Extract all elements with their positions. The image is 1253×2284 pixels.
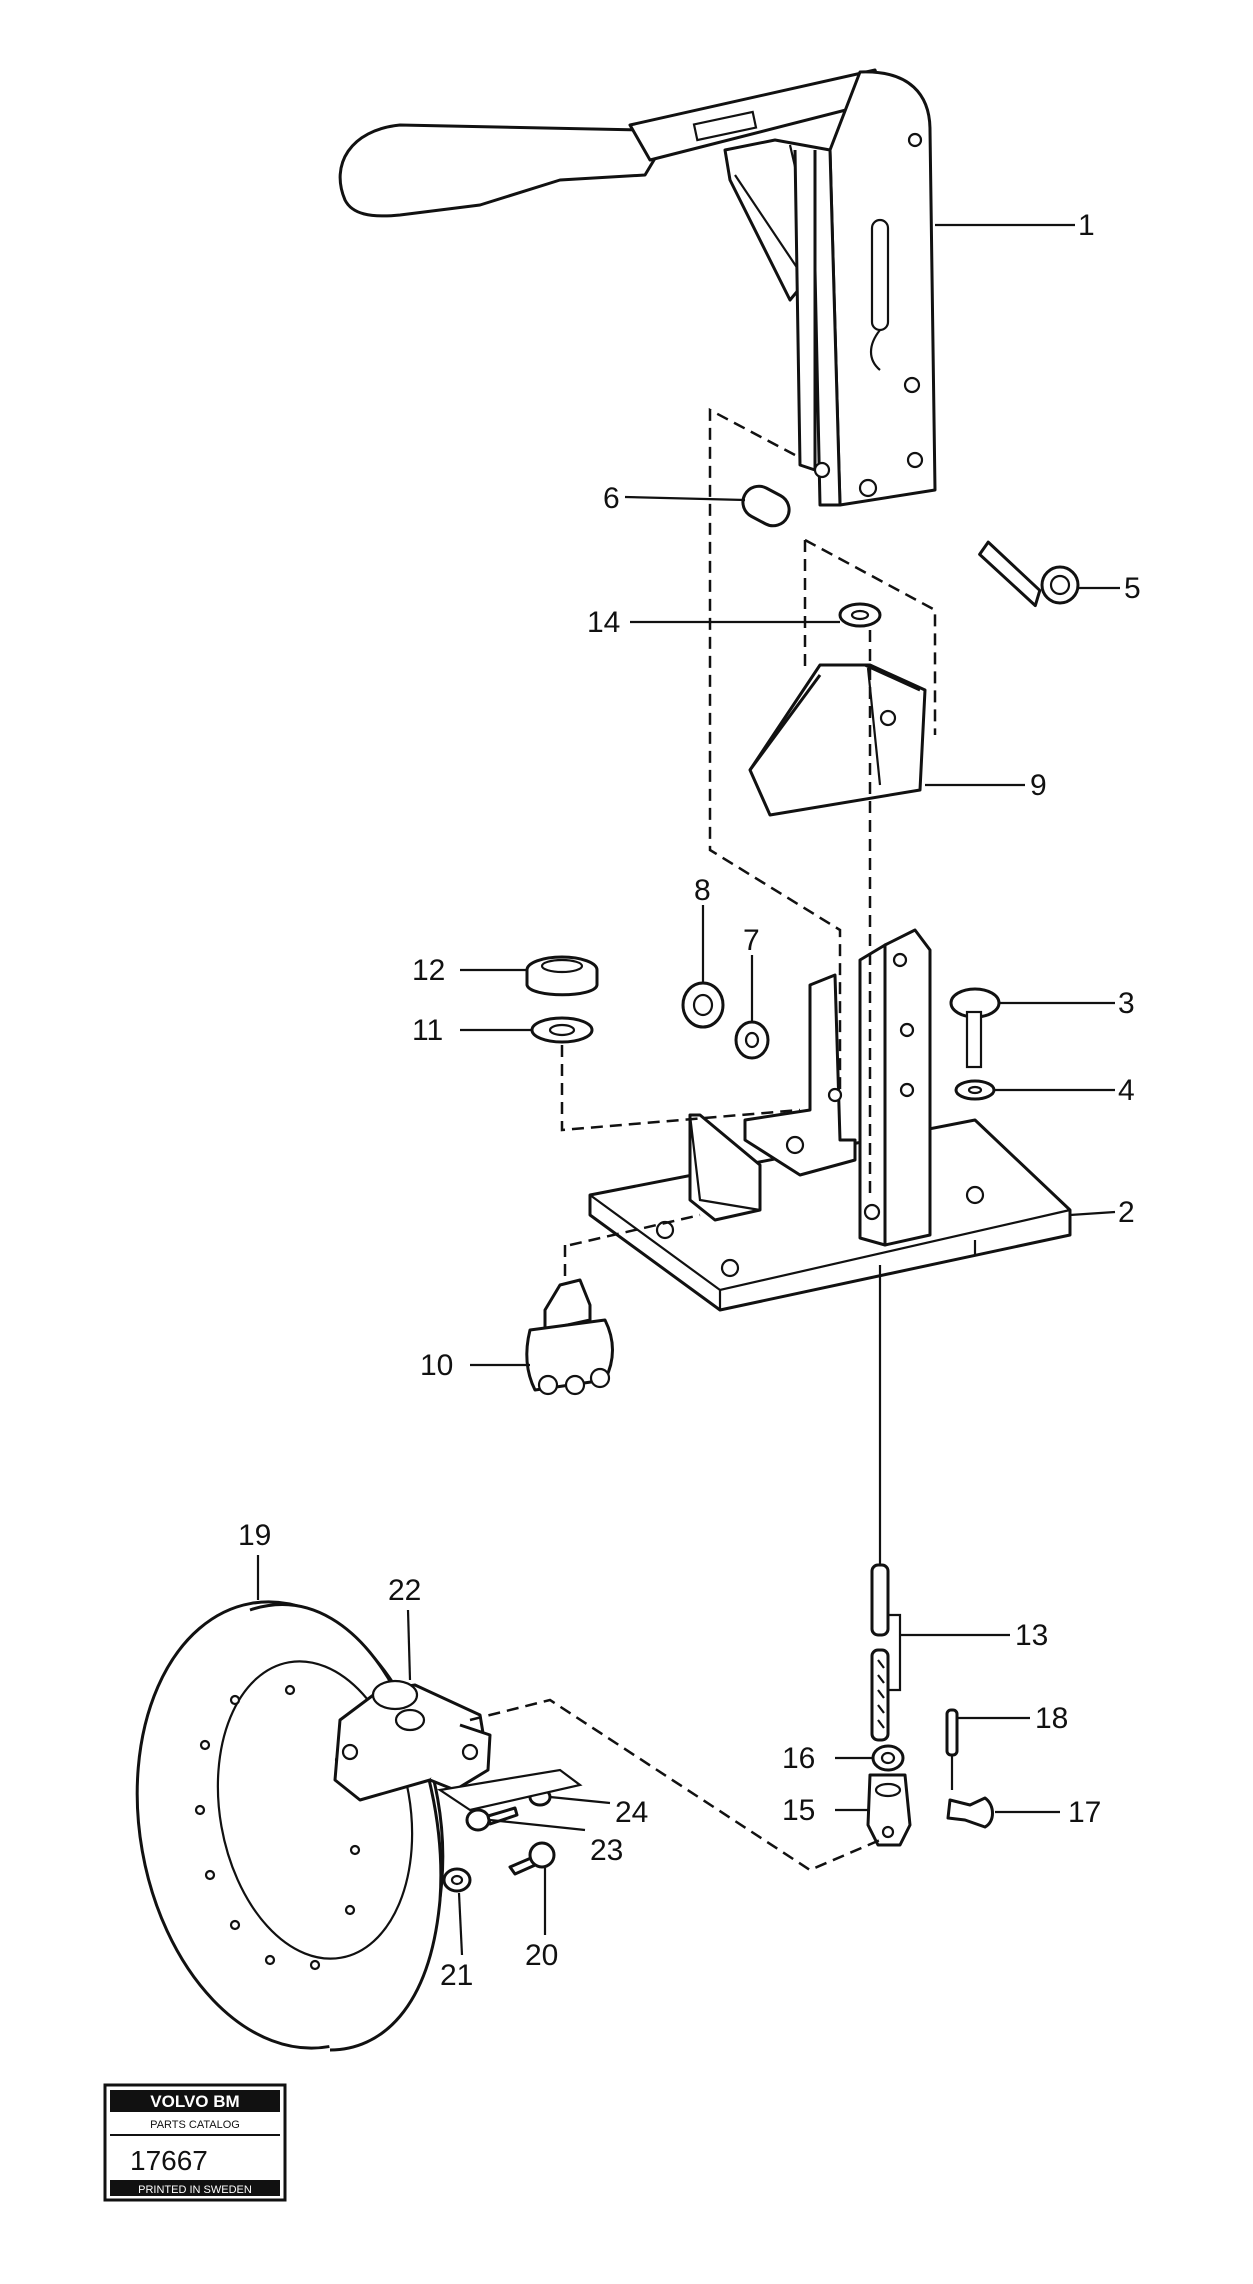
knob-bolt-part-3 (949, 987, 1001, 1069)
label-part-3: 3 (1118, 987, 1135, 1020)
washer-part-14 (838, 602, 882, 628)
caliper-bracket (437, 1768, 583, 1812)
plate-footer: PRINTED IN SWEDEN (138, 2184, 252, 2196)
guide-block-part-9 (748, 663, 927, 817)
nut-part-8 (681, 981, 725, 1029)
spacer-part-6 (741, 484, 791, 528)
catalog-plate: VOLVO BM PARTS CATALOG 17667 PRINTED IN … (103, 2083, 287, 2202)
label-part-23: 23 (590, 1834, 623, 1867)
cap-part-12 (525, 955, 599, 997)
clevis-pin-part-17 (946, 1796, 994, 1829)
assembly-dashed-lines (469, 407, 937, 1872)
label-part-14: 14 (587, 606, 620, 639)
plate-number: 17667 (130, 2145, 208, 2176)
switch-part-10 (525, 1278, 614, 1396)
plate-brand: VOLVO BM (150, 2092, 239, 2111)
base-plate-part-2 (588, 928, 1072, 1312)
label-part-2: 2 (1118, 1196, 1135, 1229)
plate-subtitle: PARTS CATALOG (150, 2119, 240, 2131)
hand-lever-part-1 (338, 68, 937, 507)
leader-lines (256, 223, 1120, 1956)
nut-part-16 (871, 1744, 905, 1772)
label-part-9: 9 (1030, 769, 1047, 802)
washer-part-7 (734, 1020, 770, 1060)
label-part-10: 10 (420, 1349, 453, 1382)
label-part-13: 13 (1015, 1619, 1048, 1652)
brake-disc-part-19 (135, 1600, 445, 2052)
label-part-11: 11 (412, 1014, 443, 1047)
bolt-part-5 (978, 540, 1080, 608)
label-part-16: 16 (782, 1742, 815, 1775)
label-part-6: 6 (603, 482, 620, 515)
label-part-12: 12 (412, 954, 445, 987)
ring-part-11 (530, 1016, 594, 1044)
nut-part-21 (442, 1867, 472, 1893)
label-part-19: 19 (238, 1519, 271, 1552)
washer-part-4 (954, 1079, 996, 1101)
bolt-part-23 (465, 1806, 519, 1832)
label-part-17: 17 (1068, 1796, 1101, 1829)
label-part-8: 8 (694, 874, 711, 907)
label-part-7: 7 (743, 924, 760, 957)
rod-part-13 (870, 1265, 890, 1742)
label-part-21: 21 (440, 1959, 473, 1992)
label-part-1: 1 (1078, 209, 1095, 242)
bolt-part-20 (508, 1841, 556, 1876)
label-part-22: 22 (388, 1574, 421, 1607)
label-part-20: 20 (525, 1939, 558, 1972)
pin-part-18 (945, 1708, 959, 1790)
label-part-15: 15 (782, 1794, 815, 1827)
brake-caliper-part-22 (333, 1679, 492, 1802)
label-part-4: 4 (1118, 1074, 1135, 1107)
label-part-24: 24 (615, 1796, 648, 1829)
label-part-5: 5 (1124, 572, 1141, 605)
label-part-18: 18 (1035, 1702, 1068, 1735)
part-number-labels: 1 2 3 4 5 6 7 8 9 10 11 12 13 14 15 16 1… (238, 209, 1141, 1992)
clevis-part-15 (866, 1773, 912, 1847)
